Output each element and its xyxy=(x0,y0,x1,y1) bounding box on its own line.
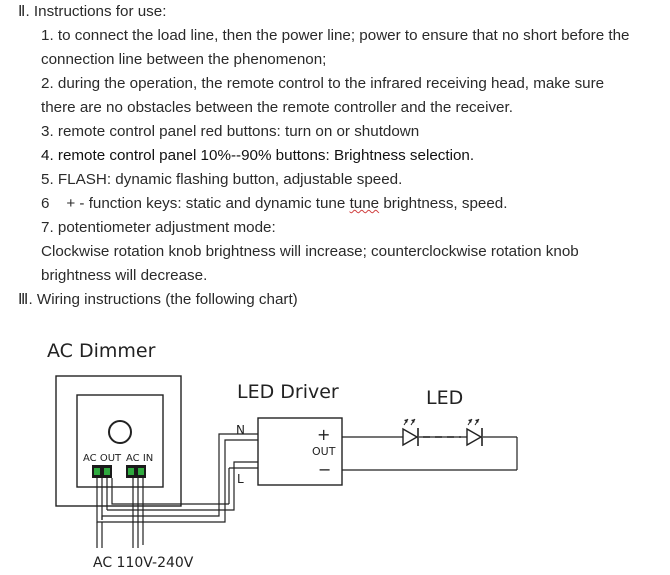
supply-label: AC 110V-240V xyxy=(93,555,194,571)
led-diode-icon xyxy=(466,418,483,447)
dimmer-title: AC Dimmer xyxy=(47,340,156,362)
item-7-line-2: Clockwise rotation knob brightness will … xyxy=(41,243,579,260)
driver-title: LED Driver xyxy=(237,381,339,403)
led-diode-icon xyxy=(402,418,419,447)
item-7: 7. potentiometer adjustment mode: xyxy=(41,219,276,236)
item-2-line-1: 2. during the operation, the remote cont… xyxy=(41,75,605,92)
l-label: L xyxy=(237,472,244,486)
n-label: N xyxy=(236,423,245,437)
item-5: 5. FLASH: dynamic flashing button, adjus… xyxy=(41,171,403,188)
led-wires xyxy=(342,436,518,471)
knob-icon xyxy=(108,420,132,444)
item-6-suffix: brightness, speed. xyxy=(379,195,508,212)
item-2-line-2: there are no obstacles between the remot… xyxy=(41,99,513,116)
item-6-text: 6 + - function keys: static and dynamic … xyxy=(41,195,350,212)
item-3: 3. remote control panel red buttons: tur… xyxy=(41,123,420,140)
terminal-block-out xyxy=(92,465,112,478)
wires xyxy=(96,433,258,548)
terminal-block-in xyxy=(126,465,146,478)
minus-terminal: − xyxy=(318,460,331,479)
ac-out-label: AC OUT xyxy=(83,453,122,464)
driver-box xyxy=(257,417,343,486)
item-6: 6 + - function keys: static and dynamic … xyxy=(41,192,507,216)
out-label: OUT xyxy=(312,445,336,458)
wiring-diagram: AC Dimmer AC OUT AC IN LED Driver N L + … xyxy=(47,340,518,571)
item-7-line-3: brightness will decrease. xyxy=(41,267,208,284)
led-title: LED xyxy=(426,387,463,409)
item-6-spellcheck-word: tune xyxy=(349,195,380,212)
plus-terminal: + xyxy=(317,425,330,444)
ac-in-label: AC IN xyxy=(126,453,153,464)
section-2-heading: Ⅱ. Instructions for use: xyxy=(18,3,167,20)
item-4: 4. remote control panel 10%--90% buttons… xyxy=(41,147,475,164)
item-1-line-1: 1. to connect the load line, then the po… xyxy=(41,27,630,44)
section-3-heading: Ⅲ. Wiring instructions (the following ch… xyxy=(18,291,298,308)
item-1-line-2: connection line between the phenomenon; xyxy=(41,51,327,68)
